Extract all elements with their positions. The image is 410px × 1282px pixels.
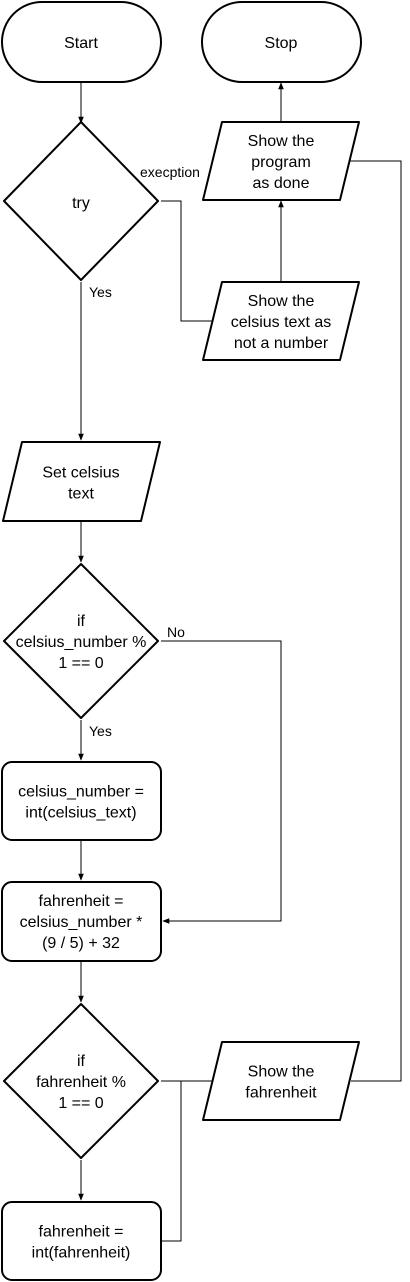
- stop-node: Stop: [201, 1, 362, 83]
- fahrenheit-int-node: fahrenheit = int(fahrenheit): [1, 1201, 162, 1281]
- fahrenheit-calc-node: fahrenheit = celsius_number * (9 / 5) + 32: [1, 881, 162, 962]
- node-text-line: celsius text as: [231, 314, 331, 331]
- start-node-text: Start: [64, 35, 98, 52]
- node-text-line: Show the: [248, 293, 315, 310]
- edges: [78, 82, 402, 1242]
- node-text-line: fahrenheit =: [39, 1224, 124, 1241]
- edge-try-to-show-not-number: [161, 200, 221, 324]
- if-fahrenheit-text: if fahrenheit % 1 == 0: [36, 1053, 126, 1112]
- node-text-line: Show the: [248, 133, 315, 150]
- celsius-int-text: celsius_number = int(celsius_text): [18, 784, 144, 822]
- node-text-line: not a number: [234, 335, 329, 352]
- show-fahrenheit-text: Show the fahrenheit: [245, 1064, 317, 1102]
- node-text-line: (9 / 5) + 32: [42, 935, 120, 952]
- node-text-line: fahrenheit %: [36, 1074, 126, 1091]
- node-text-line: as done: [253, 175, 310, 192]
- try-decision-text: try: [72, 195, 90, 212]
- try-yes-label: Yes: [89, 284, 112, 300]
- show-fahrenheit-node: Show the fahrenheit: [202, 1041, 360, 1121]
- if-celsius-text: if celsius_number % 1 == 0: [16, 613, 147, 672]
- edge-labels: execption Yes No Yes: [89, 164, 200, 739]
- node-text-line: text: [68, 486, 94, 503]
- node-text-line: if: [77, 613, 86, 630]
- stop-node-text: Stop: [265, 35, 298, 52]
- node-text-line: 1 == 0: [58, 1095, 103, 1112]
- node-text-line: celsius_number *: [20, 914, 143, 931]
- if-celsius-no-label: No: [167, 624, 185, 640]
- if-celsius-decision: if celsius_number % 1 == 0: [3, 563, 159, 719]
- node-text-line: program: [251, 154, 311, 171]
- if-fahrenheit-decision: if fahrenheit % 1 == 0: [3, 1003, 159, 1159]
- node-text-line: if: [77, 1053, 86, 1070]
- start-node: Start: [1, 1, 162, 83]
- node-text-line: Stop: [265, 35, 298, 52]
- set-celsius-text: Set celsius text: [42, 465, 119, 503]
- try-decision: try: [3, 121, 159, 281]
- node-text-line: Show the: [248, 1064, 315, 1081]
- node-text-line: fahrenheit =: [39, 893, 124, 910]
- set-celsius-node: Set celsius text: [2, 441, 161, 522]
- node-text-line: 1 == 0: [58, 655, 103, 672]
- edge-fahrenheit-int-to-show-fahrenheit: [161, 1081, 182, 1242]
- node-text-line: try: [72, 195, 90, 212]
- edge-if-celsius-no-to-fahrenheit-calc: [161, 640, 282, 924]
- node-text-line: Set celsius: [42, 465, 119, 482]
- edge-show-fahrenheit-to-show-done: [342, 158, 402, 1082]
- node-text-line: int(fahrenheit): [32, 1245, 131, 1262]
- fahrenheit-calc-text: fahrenheit = celsius_number * (9 / 5) + 32: [20, 893, 143, 952]
- node-text-line: Start: [64, 35, 98, 52]
- node-text-line: celsius_number =: [18, 784, 144, 801]
- show-program-done-text: Show the program as done: [248, 133, 315, 192]
- if-celsius-yes-label: Yes: [89, 723, 112, 739]
- node-text-line: int(celsius_text): [25, 805, 136, 822]
- show-not-number-text: Show the celsius text as not a number: [231, 293, 331, 352]
- show-not-number-node: Show the celsius text as not a number: [202, 281, 360, 361]
- show-program-done-node: Show the program as done: [202, 121, 360, 201]
- celsius-int-node: celsius_number = int(celsius_text): [1, 761, 162, 841]
- node-text-line: fahrenheit: [245, 1085, 317, 1102]
- exception-label: execption: [140, 164, 200, 180]
- node-text-line: celsius_number %: [16, 634, 147, 651]
- fahrenheit-int-text: fahrenheit = int(fahrenheit): [32, 1224, 131, 1262]
